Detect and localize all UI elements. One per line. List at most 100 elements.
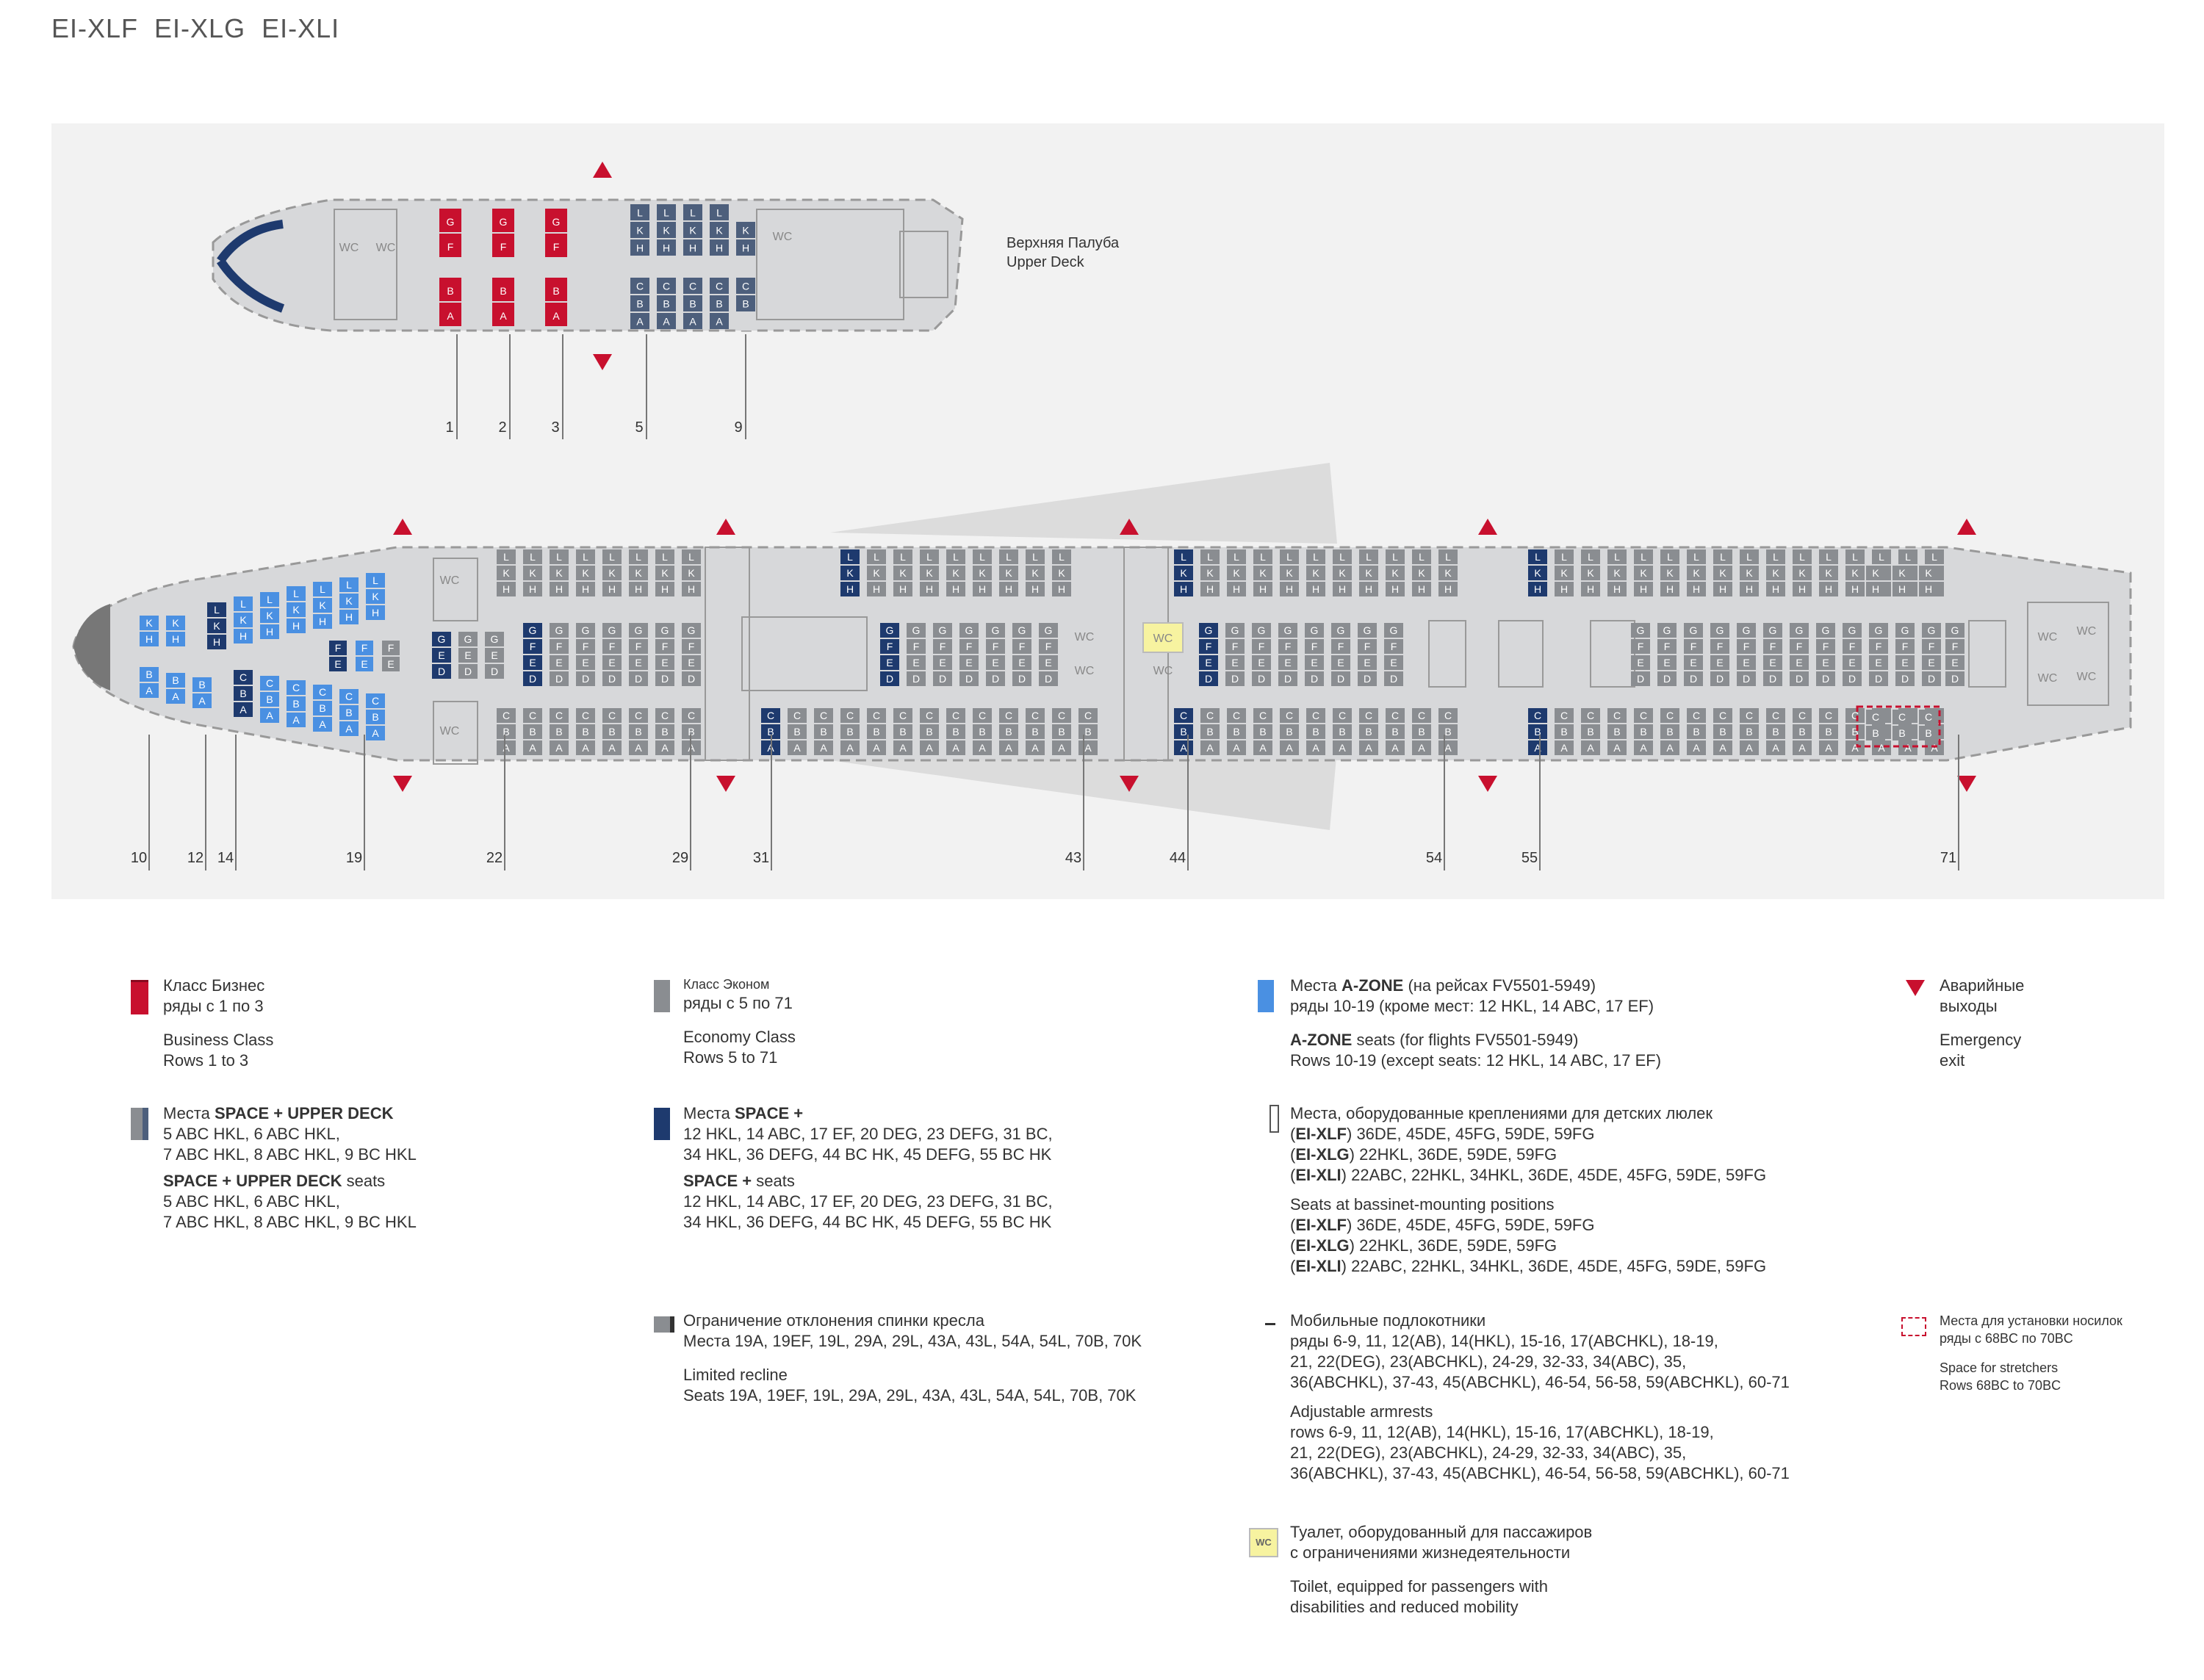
seat-letter: L: [1641, 551, 1646, 563]
economy-seat: L: [1634, 549, 1653, 564]
business-seat: G: [545, 209, 567, 232]
economy-seat: A: [655, 740, 674, 755]
seat-shape: [1555, 724, 1574, 739]
space-upper-seat: L: [683, 204, 702, 220]
seat-shape: [840, 708, 860, 723]
economy-seat: K: [1740, 566, 1759, 580]
economy-seat: B: [682, 724, 701, 739]
wc-label: WC: [339, 242, 359, 254]
seat-letter: F: [583, 641, 589, 652]
seat-shape: [1713, 708, 1732, 723]
economy-seat: L: [893, 549, 912, 564]
blank-seat: [736, 313, 755, 331]
seat-letter: G: [1769, 624, 1777, 636]
seat-letter: C: [689, 280, 696, 292]
a-zone-seat: C: [313, 685, 332, 699]
exit-triangle-icon: [1957, 519, 1976, 535]
seat-letter: K: [1031, 567, 1039, 579]
a-zone-seat: K: [260, 608, 279, 623]
seat-shape: [497, 724, 516, 739]
seat-letter: H: [1772, 583, 1779, 595]
seat-shape: [1528, 740, 1547, 755]
economy-seat: K: [497, 566, 516, 580]
economy-seat: K: [1581, 566, 1600, 580]
economy-seat: E: [382, 657, 400, 671]
seat-shape: [1793, 549, 1812, 564]
economy-seat: G: [907, 623, 926, 638]
economy-seat: L: [920, 549, 939, 564]
seat-shape: [973, 740, 992, 755]
seat-shape: [1687, 549, 1706, 564]
economy-seat: L: [1026, 549, 1045, 564]
seat-letter: F: [556, 641, 563, 652]
seat-letter: C: [1851, 710, 1859, 721]
seat-shape: [1359, 708, 1378, 723]
economy-seat: A: [1872, 740, 1891, 755]
seat-shape: [523, 623, 542, 638]
economy-seat: A: [1898, 740, 1917, 755]
seat-letter: E: [1951, 657, 1958, 668]
seat-letter: F: [1743, 641, 1750, 652]
aircraft-registrations: EI-XLF EI-XLG EI-XLI: [51, 13, 339, 44]
seat-letter: E: [1928, 657, 1934, 668]
seat-shape: [545, 234, 567, 257]
seat-letter: F: [1717, 641, 1724, 652]
seat-letter: L: [1032, 551, 1038, 563]
seat-letter: C: [319, 686, 326, 698]
seat-letter: F: [1258, 641, 1265, 652]
exit-triangle-icon: [1478, 776, 1497, 792]
seat-letter: H: [1259, 583, 1267, 595]
economy-seat: G: [1763, 623, 1782, 638]
business-seat: F: [439, 234, 461, 257]
seat-shape: [458, 664, 478, 679]
space-plus-seat: H: [840, 582, 860, 596]
seat-shape: [1581, 582, 1600, 596]
economy-seat: F: [550, 639, 569, 654]
seat-shape: [1039, 623, 1058, 638]
seat-letter: H: [555, 583, 563, 595]
seat-letter: K: [742, 224, 749, 236]
seat-letter: L: [1667, 551, 1673, 563]
economy-seat: K: [550, 566, 569, 580]
economy-seat: C: [920, 708, 939, 723]
seat-shape: [1200, 566, 1220, 580]
seat-shape: [973, 549, 992, 564]
a-zone-seat: K: [166, 616, 185, 630]
seat-letter: L: [1746, 551, 1752, 563]
seat-shape: [655, 639, 674, 654]
seat-shape: [1384, 639, 1403, 654]
seat-shape: [946, 740, 965, 755]
economy-seat: A: [602, 740, 622, 755]
seat-shape: [629, 639, 648, 654]
economy-seat: H: [682, 582, 701, 596]
seat-shape: [1737, 671, 1756, 686]
economy-seat: L: [655, 549, 674, 564]
seat-letter: H: [1719, 583, 1726, 595]
seat-shape: [1280, 724, 1299, 739]
seat-shape: [946, 724, 965, 739]
a-zone-seat: E: [356, 657, 373, 671]
economy-seat: D: [485, 664, 504, 679]
seat-shape: [523, 724, 542, 739]
seat-shape: [629, 740, 648, 755]
economy-seat: F: [602, 639, 622, 654]
business-seat: A: [439, 303, 461, 326]
seat-letter: C: [1206, 710, 1214, 721]
seat-letter: A: [1560, 742, 1568, 754]
seat-letter: G: [555, 624, 563, 636]
economy-seat: G: [1710, 623, 1729, 638]
seat-letter: E: [1743, 657, 1749, 668]
seat-letter: H: [1851, 583, 1859, 595]
legend-bassinet: Места, оборудованные креплениями для дет…: [1290, 1104, 1767, 1275]
seat-letter: E: [1822, 657, 1829, 668]
seat-letter: L: [320, 583, 325, 595]
seat-shape: [682, 639, 701, 654]
seat-letter: L: [1905, 551, 1911, 563]
seat-shape: [1039, 671, 1058, 686]
space-plus-seat: K: [840, 566, 860, 580]
seat-letter: H: [1925, 583, 1932, 595]
seat-shape: [339, 577, 359, 592]
seat-letter: G: [1018, 624, 1026, 636]
economy-seat: B: [523, 724, 542, 739]
